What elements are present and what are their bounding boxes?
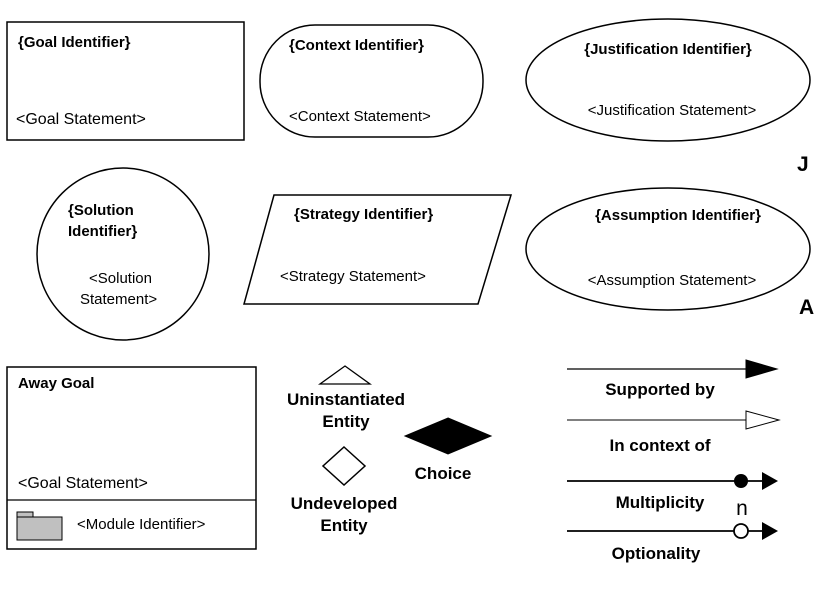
optionality-arrowhead-icon (762, 522, 778, 540)
folder-icon (16, 511, 63, 541)
strategy-parallelogram (243, 194, 513, 305)
away-goal-element: Away Goal <Goal Statement> <Module Ident… (6, 366, 257, 550)
choice-element: Choice (403, 417, 493, 483)
filled-dot-icon (734, 474, 748, 488)
optionality-link: Optionality (567, 522, 778, 563)
uninstantiated-label-line2: Entity (322, 412, 370, 431)
goal-statement: <Goal Statement> (16, 111, 146, 128)
assumption-element: {Assumption Identifier} <Assumption Stat… (525, 187, 814, 319)
justification-tag: J (797, 153, 809, 176)
undeveloped-entity: Undeveloped Entity (291, 445, 398, 535)
justification-statement: <Justification Statement> (588, 102, 757, 119)
supported-by-link: Supported by (567, 359, 779, 399)
supported-by-label: Supported by (605, 380, 715, 399)
assumption-identifier: {Assumption Identifier} (595, 207, 761, 224)
goal-identifier: {Goal Identifier} (18, 34, 131, 51)
assumption-tag: A (799, 296, 814, 319)
hollow-arrowhead-icon (745, 410, 781, 430)
solution-statement-line1: <Solution (89, 270, 152, 287)
goal-rectangle (6, 21, 245, 141)
optionality-label: Optionality (612, 544, 701, 563)
context-statement: <Context Statement> (289, 108, 431, 125)
strategy-element: {Strategy Identifier} <Strategy Statemen… (243, 194, 513, 305)
multiplicity-arrowhead-icon (762, 472, 778, 490)
justification-ellipse (525, 18, 811, 142)
context-rounded-rectangle (259, 24, 484, 138)
context-identifier: {Context Identifier} (289, 37, 424, 54)
context-element: {Context Identifier} <Context Statement> (259, 24, 484, 138)
strategy-identifier: {Strategy Identifier} (294, 206, 433, 223)
assumption-statement: <Assumption Statement> (588, 272, 757, 289)
multiplicity-link: Multiplicity n (567, 472, 778, 520)
away-goal-module: <Module Identifier> (77, 516, 206, 533)
uninstantiated-entity: Uninstantiated Entity (287, 365, 405, 431)
goal-element: {Goal Identifier} <Goal Statement> (6, 21, 245, 141)
solution-element: {Solution Identifier} <Solution Statemen… (36, 167, 210, 341)
multiplicity-symbol: n (736, 497, 748, 520)
justification-identifier: {Justification Identifier} (584, 41, 752, 58)
hollow-dot-icon (733, 523, 749, 539)
solution-circle (36, 167, 210, 341)
justification-element: {Justification Identifier} <Justificatio… (525, 18, 811, 176)
strategy-statement: <Strategy Statement> (280, 268, 426, 285)
assumption-ellipse (525, 187, 811, 311)
undeveloped-label-line1: Undeveloped (291, 494, 398, 513)
in-context-of-label: In context of (609, 436, 710, 455)
away-goal-statement: <Goal Statement> (18, 475, 148, 492)
away-goal-title: Away Goal (18, 375, 94, 392)
choice-label: Choice (415, 464, 472, 483)
triangle-icon (317, 365, 373, 385)
in-context-of-link: In context of (567, 410, 781, 455)
multiplicity-label: Multiplicity (616, 493, 705, 512)
diamond-icon (321, 445, 367, 487)
solution-statement-line2: Statement> (80, 291, 157, 308)
solution-identifier-line2: Identifier} (68, 223, 137, 240)
filled-diamond-icon (403, 417, 493, 455)
solid-arrowhead-icon (745, 359, 779, 379)
solution-identifier-line1: {Solution (68, 202, 134, 219)
undeveloped-label-line2: Entity (320, 516, 368, 535)
uninstantiated-label-line1: Uninstantiated (287, 390, 405, 409)
